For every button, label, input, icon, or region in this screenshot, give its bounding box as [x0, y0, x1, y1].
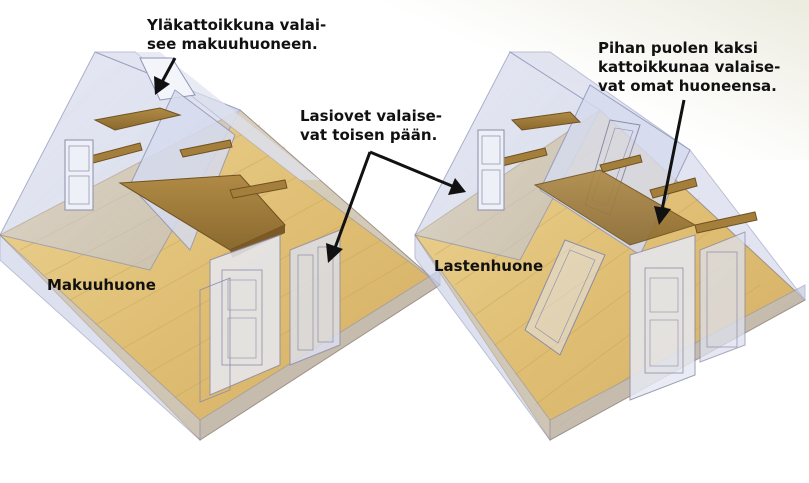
right-wardrobe [629, 234, 696, 401]
left-skylight [139, 57, 196, 101]
room-label-left: Makuuhuone [47, 276, 156, 294]
arrow-glass-doors-right [369, 150, 453, 188]
callout-glass-doors: Lasiovet valaise- vat toisen pään. [300, 107, 443, 144]
right-roof-window-2 [524, 239, 606, 356]
arrow-two-windows [660, 99, 686, 211]
room-label-right: Lastenhuone [434, 257, 544, 275]
callout-arrows [154, 57, 686, 263]
left-wardrobe [209, 234, 281, 396]
callout-two-windows: Pihan puolen kaksi kattoikkunaa valaise-… [598, 39, 781, 95]
left-beam-2 [229, 179, 288, 199]
right-attic [414, 51, 806, 442]
left-attic [0, 51, 441, 442]
callout-skylight: Yläkattoikkuna valai- see makuuhuoneen. [147, 16, 327, 53]
arrow-skylight [160, 57, 177, 83]
right-shelf-back [510, 111, 582, 131]
left-back-door [64, 139, 94, 211]
right-glass-door [699, 231, 746, 363]
arrow-glass-doors [333, 151, 372, 249]
left-shelf-back [93, 107, 182, 131]
left-glass-doors [289, 229, 341, 366]
left-partition [129, 89, 236, 251]
